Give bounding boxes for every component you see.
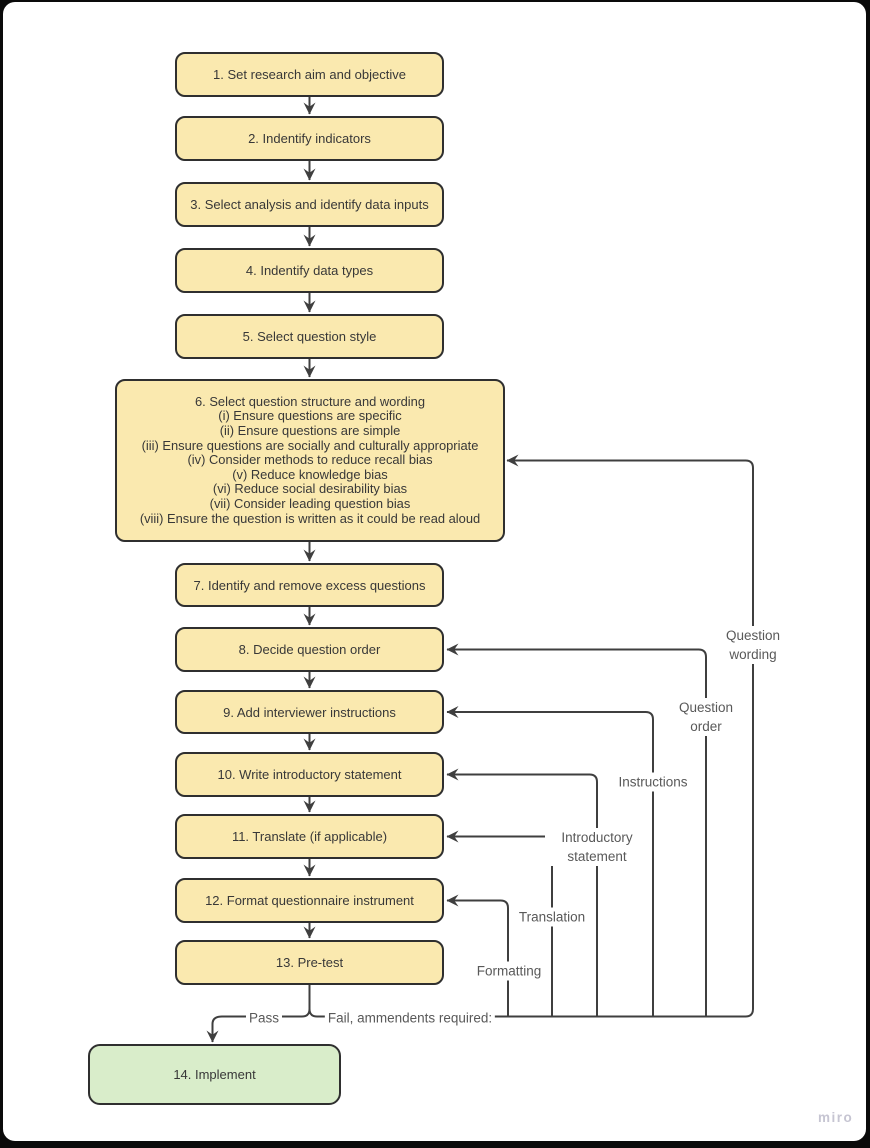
edge-label-question-order[interactable]: Question order [665,698,747,736]
edge-label-introductory-statement[interactable]: Introductory statement [545,828,649,866]
edge-label-translation[interactable]: Translation [515,907,589,927]
flow-step-6[interactable]: 6. Select question structure and wording… [115,379,505,542]
miro-logo: miro [818,1110,854,1125]
flow-step-11[interactable]: 11. Translate (if applicable) [175,814,444,859]
flow-step-2[interactable]: 2. Indentify indicators [175,116,444,161]
flow-step-6-item: (iii) Ensure questions are socially and … [141,437,479,453]
flow-step-5[interactable]: 5. Select question style [175,314,444,359]
flow-step-3[interactable]: 3. Select analysis and identify data inp… [175,182,444,227]
flow-step-8[interactable]: 8. Decide question order [175,627,444,672]
flow-step-6-item: (ii) Ensure questions are simple [219,423,401,439]
edge-label-instructions[interactable]: Instructions [615,772,691,792]
edge-label-pass[interactable]: Pass [245,1008,283,1028]
edge-label-fail[interactable]: Fail, ammendents required: [324,1008,496,1028]
flow-step-6-item: (v) Reduce knowledge bias [232,466,388,482]
flow-step-6-item: (iv) Consider methods to reduce recall b… [187,452,433,468]
flow-step-6-item: (viii) Ensure the question is written as… [139,510,481,526]
flow-step-6-item: (vii) Consider leading question bias [209,495,411,511]
flow-step-10[interactable]: 10. Write introductory statement [175,752,444,797]
edge-label-question-wording[interactable]: Question wording [714,626,792,664]
flow-step-1[interactable]: 1. Set research aim and objective [175,52,444,97]
flow-step-9[interactable]: 9. Add interviewer instructions [175,690,444,734]
flow-step-14[interactable]: 14. Implement [88,1044,341,1105]
flow-step-6-item: (i) Ensure questions are specific [218,408,402,424]
flow-step-6-item: (vi) Reduce social desirability bias [212,481,408,497]
flow-step-6-title: 6. Select question structure and wording [194,393,426,409]
flow-step-13[interactable]: 13. Pre-test [175,940,444,985]
flow-step-12[interactable]: 12. Format questionnaire instrument [175,878,444,923]
edge-label-formatting[interactable]: Formatting [473,961,545,981]
flow-step-7[interactable]: 7. Identify and remove excess questions [175,563,444,607]
flow-step-4[interactable]: 4. Indentify data types [175,248,444,293]
